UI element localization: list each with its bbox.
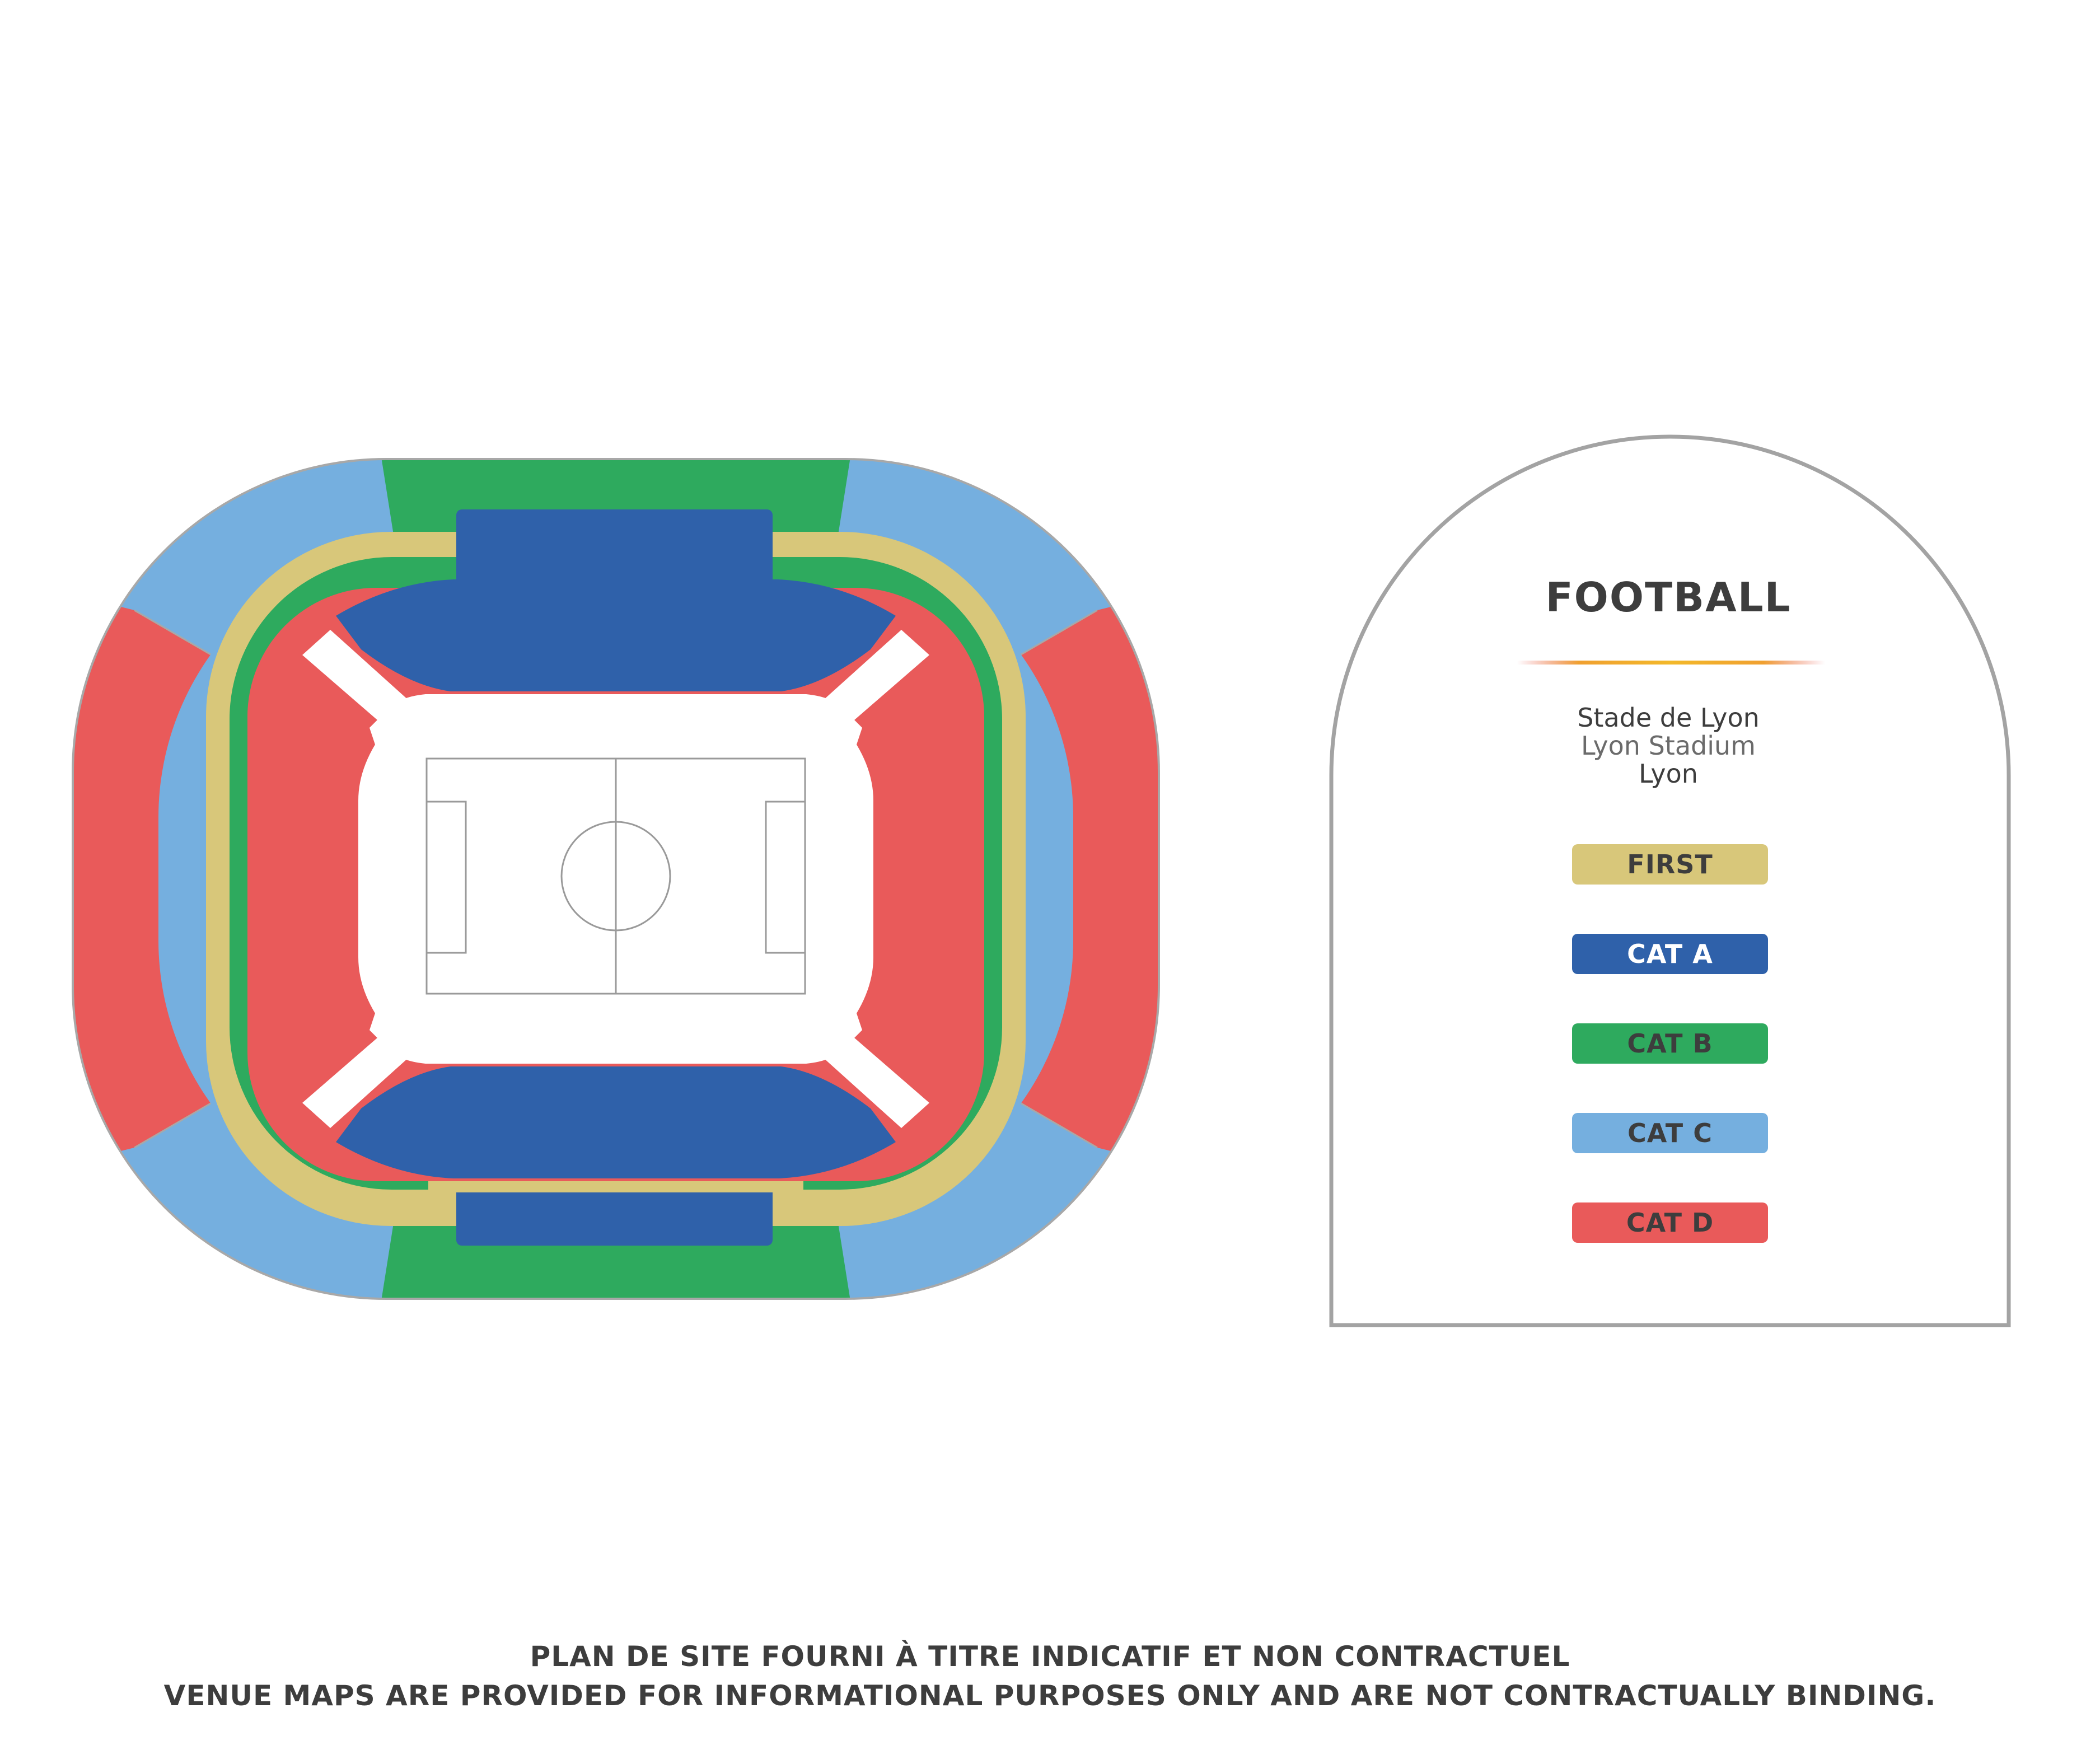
aisle-se <box>817 1030 929 1128</box>
venue-name-fr: Stade de Lyon <box>1577 703 1760 733</box>
legend-title: FOOTBALL <box>1545 574 1792 621</box>
venue-city: Lyon <box>1639 759 1698 789</box>
legend-cat-b[interactable]: CAT B <box>1572 1023 1768 1064</box>
legend-cat-c[interactable]: CAT C <box>1572 1113 1768 1153</box>
title-accent-line <box>1517 661 1825 665</box>
cat-a-south[interactable] <box>336 1066 896 1178</box>
venue-name-en: Lyon Stadium <box>1581 731 1756 761</box>
disclaimer-fr: PLAN DE SITE FOURNI À TITRE INDICATIF ET… <box>530 1640 1570 1673</box>
aisle-ne <box>817 630 929 728</box>
disclaimer-en: VENUE MAPS ARE PROVIDED FOR INFORMATIONA… <box>163 1679 1937 1712</box>
legend-first[interactable]: FIRST <box>1572 844 1768 885</box>
cat-a-north-upper[interactable] <box>456 509 773 591</box>
aisle-nw <box>302 630 414 728</box>
pitch-markings <box>425 757 806 995</box>
legend-cat-a[interactable]: CAT A <box>1572 934 1768 974</box>
aisle-sw <box>302 1030 414 1128</box>
cat-a-north[interactable] <box>336 579 896 691</box>
legend-cat-d[interactable]: CAT D <box>1572 1202 1768 1243</box>
